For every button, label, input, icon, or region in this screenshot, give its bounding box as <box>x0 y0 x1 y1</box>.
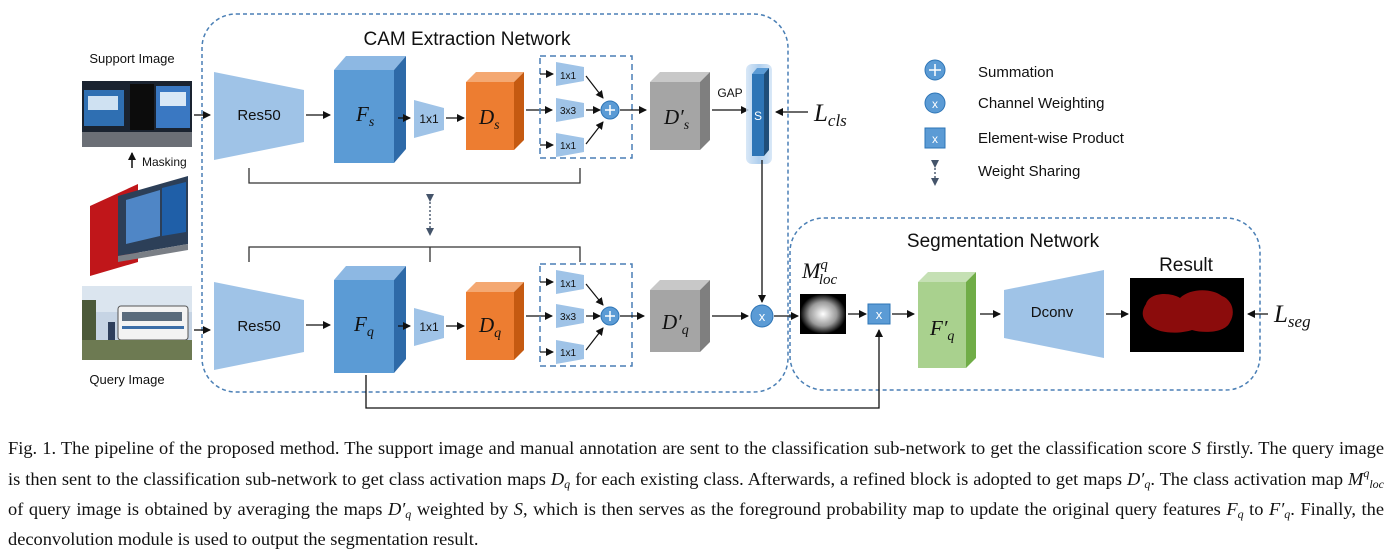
svg-text:3x3: 3x3 <box>560 312 577 323</box>
feature-ds-block <box>466 72 524 150</box>
dq-prime-label: D′q <box>661 310 689 338</box>
svg-text:x: x <box>759 309 766 324</box>
res50-encoder-support <box>214 72 304 160</box>
cam-network-title: CAM Extraction Network <box>364 29 571 50</box>
conv1x1-support <box>414 100 444 138</box>
weight-sharing-bracket-top <box>248 168 581 184</box>
channel-weighting-node: x <box>750 304 774 328</box>
res50-label-query: Res50 <box>237 318 280 335</box>
fs-label: Fs <box>355 102 375 130</box>
query-image-label: Query Image <box>89 372 164 387</box>
figure-caption: Fig. 1. The pipeline of the proposed met… <box>8 438 1384 549</box>
svg-text:1x1: 1x1 <box>560 348 577 359</box>
feature-dq-block <box>466 282 524 360</box>
s-box-label: S <box>754 109 762 123</box>
summation-legend-icon <box>924 59 946 81</box>
dq-label: Dq <box>478 313 501 341</box>
gap-label: GAP <box>717 86 742 100</box>
svg-text:1x1: 1x1 <box>560 71 577 82</box>
masking-label: Masking <box>142 155 187 169</box>
legend-weight-sharing: Weight Sharing <box>978 163 1080 180</box>
segmentation-network-title: Segmentation Network <box>907 231 1100 252</box>
feature-fq-prime-block <box>918 272 976 368</box>
svg-text:1x1: 1x1 <box>560 279 577 290</box>
deconvolution-module <box>1004 270 1104 358</box>
channel-weighting-legend-icon: x <box>924 92 946 114</box>
branch-1x1-top-support <box>556 62 584 86</box>
conv1x1-label-support: 1x1 <box>419 112 439 126</box>
lseg-label: Lseg <box>1273 301 1311 331</box>
branch-1x1-bottom-query <box>556 340 584 364</box>
legend: Summation x Channel Weighting x Element-… <box>924 59 1125 186</box>
result-title: Result <box>1159 255 1214 276</box>
localization-map-image <box>800 294 846 334</box>
legend-summation: Summation <box>978 64 1054 81</box>
ds-prime-label: D′s <box>663 105 690 133</box>
cam-network-frame <box>201 13 789 393</box>
support-image-label: Support Image <box>89 51 174 66</box>
element-wise-product-node: x <box>867 303 891 325</box>
conv1x1-label-query: 1x1 <box>419 320 439 334</box>
svg-text:3x3: 3x3 <box>560 106 577 117</box>
legend-element-product: Element-wise Product <box>978 130 1125 147</box>
feature-ds-prime-block <box>650 72 710 150</box>
legend-channel-weighting: Channel Weighting <box>978 95 1104 112</box>
branch-1x1-top-query <box>556 270 584 294</box>
query-image <box>82 286 192 360</box>
refined-block-query <box>539 263 633 367</box>
dconv-label: Dconv <box>1031 304 1074 321</box>
branch-3x3-support <box>556 98 584 122</box>
classification-score-block <box>746 64 772 164</box>
summation-node-query <box>600 306 620 326</box>
svg-text:x: x <box>932 97 938 111</box>
masked-annotation-image <box>90 176 188 276</box>
element-product-legend-icon: x <box>924 127 946 149</box>
feature-fq-block <box>334 266 406 373</box>
segmentation-result-image <box>1130 278 1244 352</box>
support-image <box>82 81 192 147</box>
res50-encoder-query <box>214 282 304 370</box>
pipeline-diagram: CAM Extraction Network Segmentation Netw… <box>82 13 1311 409</box>
fq-prime-label: F′q <box>929 316 954 344</box>
svg-text:x: x <box>876 307 883 322</box>
refined-block-support <box>539 55 633 159</box>
fq-label: Fq <box>353 312 374 340</box>
branch-1x1-bottom-support <box>556 133 584 157</box>
svg-text:x: x <box>932 132 938 146</box>
weight-sharing-bracket-bottom <box>248 246 581 262</box>
feature-fs-block <box>334 56 406 163</box>
res50-label-support: Res50 <box>237 107 280 124</box>
svg-text:1x1: 1x1 <box>560 141 577 152</box>
ds-label: Ds <box>478 105 500 133</box>
branch-3x3-query <box>556 304 584 328</box>
summation-node-support <box>600 100 620 120</box>
skip-connection-fq <box>365 329 883 409</box>
segmentation-network-frame <box>789 217 1261 391</box>
feature-dq-prime-block <box>650 280 710 352</box>
conv1x1-query <box>414 308 444 346</box>
lcls-label: Lcls <box>813 100 847 130</box>
